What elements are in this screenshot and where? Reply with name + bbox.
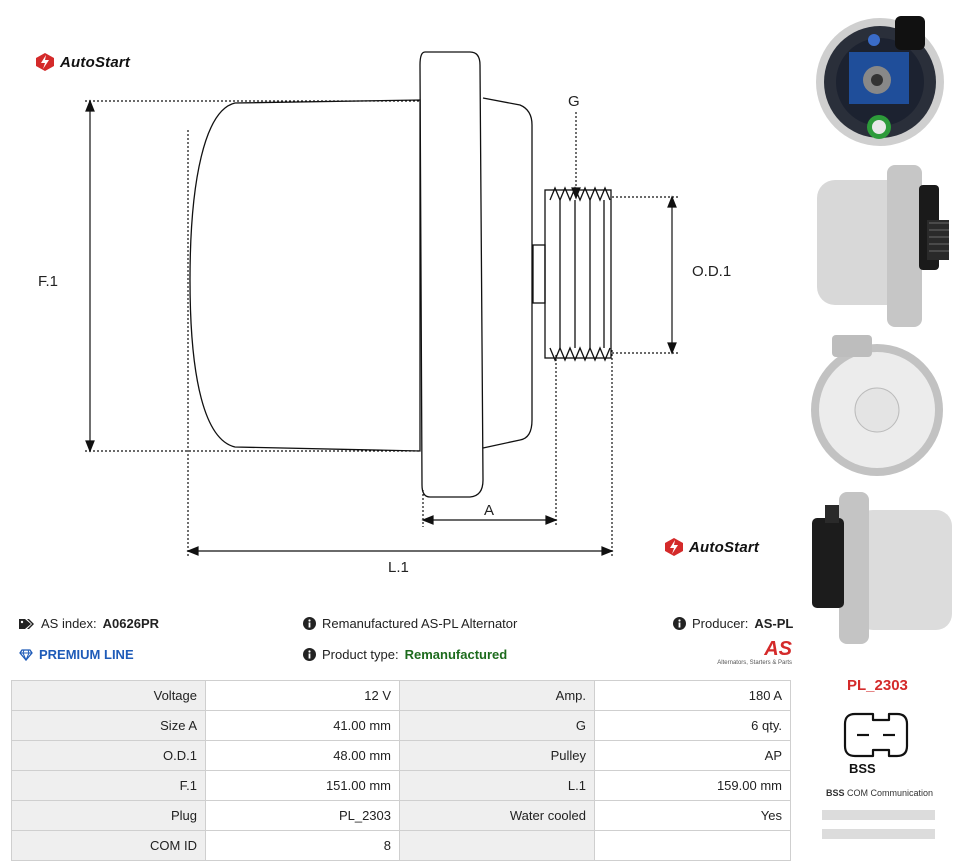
info-icon — [303, 617, 316, 630]
brand-logo-bottom: AutoStart — [664, 537, 759, 557]
dim-label-l1: L.1 — [388, 559, 409, 576]
brand-logo-top: AutoStart — [35, 52, 130, 72]
spec-key: G — [399, 710, 595, 741]
spec-value: 48.00 mm — [205, 740, 400, 771]
autostart-logo-icon — [665, 538, 683, 556]
spec-value: Yes — [594, 800, 791, 831]
as-index-value: A0626PR — [102, 616, 160, 631]
spec-key: L.1 — [399, 770, 595, 801]
photo-side-view — [817, 165, 949, 327]
diamond-icon — [19, 648, 33, 661]
product-type: Product type: Remanufactured — [303, 647, 507, 662]
spec-key: Size A — [11, 710, 206, 741]
producer-value: AS-PL — [754, 616, 794, 631]
plug-pin-label: BSS — [849, 761, 876, 776]
autostart-logo-icon — [36, 53, 54, 71]
photo-side-view-reverse — [812, 492, 952, 644]
spec-key: F.1 — [11, 770, 206, 801]
producer: Producer: AS-PL — [673, 616, 793, 631]
spec-key: Water cooled — [399, 800, 595, 831]
spec-value: 180 A — [594, 680, 791, 711]
spec-key: O.D.1 — [11, 740, 206, 771]
product-type-value: Remanufactured — [404, 647, 508, 662]
spec-value: AP — [594, 740, 791, 771]
tags-icon — [19, 618, 34, 629]
brand-name: AutoStart — [60, 53, 131, 71]
product-title: Remanufactured AS-PL Alternator — [303, 616, 517, 631]
spec-key — [399, 830, 595, 861]
photo-front-view — [811, 335, 943, 476]
plug-code: PL_2303 — [847, 677, 908, 694]
as-index-label: AS index: — [41, 616, 97, 631]
info-icon — [673, 617, 686, 630]
producer-logo: AS Alternators, Starters & Parts — [716, 638, 792, 666]
spec-key: Pulley — [399, 740, 595, 771]
info-icon — [303, 648, 316, 661]
spec-value: 159.00 mm — [594, 770, 791, 801]
spec-key: COM ID — [11, 830, 206, 861]
spec-value: 151.00 mm — [205, 770, 400, 801]
spec-value: 8 — [205, 830, 400, 861]
spec-key: Voltage — [11, 680, 206, 711]
spec-key: Amp. — [399, 680, 595, 711]
product-title-text: Remanufactured AS-PL Alternator — [322, 616, 518, 631]
product-type-label: Product type: — [322, 647, 399, 662]
plug-connector-icon — [843, 712, 909, 758]
legend-key: BSS — [826, 788, 845, 798]
producer-logo-text: AS — [764, 638, 792, 660]
dim-label-f1: F.1 — [38, 273, 58, 290]
producer-tagline: Alternators, Starters & Parts — [717, 660, 792, 666]
plug-legend: BSS COM Communication — [826, 788, 933, 798]
spec-value: PL_2303 — [205, 800, 400, 831]
alternator-dimension-drawing: F.1 G O.D.1 A L.1 — [38, 51, 731, 576]
spec-value: 6 qty. — [594, 710, 791, 741]
producer-label: Producer: — [692, 616, 749, 631]
spec-value: 41.00 mm — [205, 710, 400, 741]
legend-placeholder-1 — [822, 810, 935, 820]
dim-label-od1: O.D.1 — [692, 263, 731, 280]
photo-rear-view — [816, 16, 944, 146]
as-index: AS index: A0626PR — [19, 616, 159, 631]
spec-key: Plug — [11, 800, 206, 831]
dim-label-g: G — [568, 93, 580, 110]
legend-placeholder-2 — [822, 829, 935, 839]
spec-value — [594, 830, 791, 861]
legend-text: COM Communication — [847, 788, 934, 798]
premium-line[interactable]: PREMIUM LINE — [19, 647, 134, 662]
premium-label: PREMIUM LINE — [39, 647, 134, 662]
brand-name: AutoStart — [689, 538, 760, 556]
dim-label-a: A — [484, 502, 494, 519]
spec-value: 12 V — [205, 680, 400, 711]
